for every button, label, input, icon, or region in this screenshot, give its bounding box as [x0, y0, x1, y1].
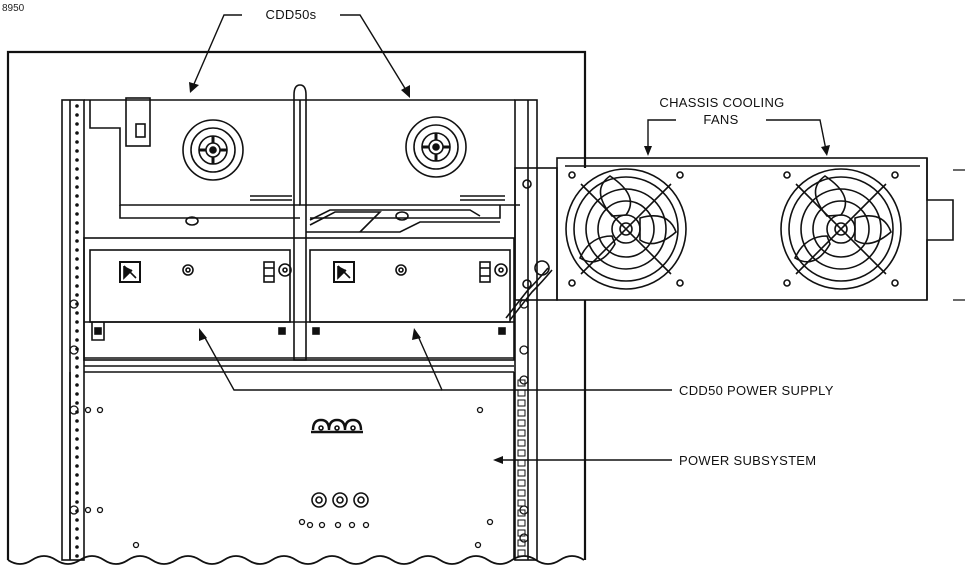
- rail-slot: [517, 509, 526, 517]
- rail-hole: [75, 230, 79, 234]
- rail-hole: [75, 554, 79, 558]
- rail-slot: [517, 529, 526, 537]
- right-rack-rail: [514, 99, 538, 561]
- rail-hole: [75, 131, 79, 135]
- rail-hole: [75, 455, 79, 459]
- indicator-knob: [182, 264, 407, 276]
- terminal-connectors: [311, 492, 369, 508]
- rail-slot: [517, 459, 526, 467]
- callout-power-subsystem: POWER SUBSYSTEM: [679, 453, 816, 468]
- rail-hole: [75, 464, 79, 468]
- rail-hole: [75, 527, 79, 531]
- rail-hole: [75, 329, 79, 333]
- rail-hole: [75, 365, 79, 369]
- callout-cdd50-power-supply: CDD50 POWER SUPPLY: [679, 383, 834, 398]
- rail-hole: [75, 158, 79, 162]
- rail-slot: [517, 399, 526, 407]
- disk-drive-reel-icon: [405, 116, 467, 178]
- rail-hole: [75, 482, 79, 486]
- rail-slot: [517, 439, 526, 447]
- rail-hole: [75, 320, 79, 324]
- fan-cable: [505, 260, 553, 321]
- power-subsystem-panel: [69, 371, 515, 560]
- fuse-holder-icon: [263, 261, 508, 283]
- leader-lines: [189, 14, 830, 464]
- rail-hole: [75, 185, 79, 189]
- rail-hole: [75, 248, 79, 252]
- rail-slot: [517, 379, 526, 387]
- rail-hole: [75, 149, 79, 153]
- rail-hole: [75, 275, 79, 279]
- rail-hole: [75, 518, 79, 522]
- rail-hole: [75, 203, 79, 207]
- mounting-screws: [69, 299, 529, 549]
- rail-hole: [75, 104, 79, 108]
- cabinet-frame: [6, 50, 587, 565]
- fan-assembly-housing: [514, 157, 965, 301]
- cdd50-power-supply-unit: [83, 237, 515, 367]
- rail-slot: [517, 419, 526, 427]
- rail-slot: [517, 549, 526, 557]
- rail-slot: [517, 389, 526, 397]
- disk-drive-reel-icon: [182, 119, 244, 181]
- rail-hole: [75, 401, 79, 405]
- rail-hole: [75, 113, 79, 117]
- figure-number: 8950: [2, 3, 25, 14]
- rail-hole: [75, 293, 79, 297]
- rail-hole: [75, 194, 79, 198]
- rail-slot: [517, 489, 526, 497]
- rail-hole: [75, 311, 79, 315]
- rail-hole: [75, 140, 79, 144]
- rail-slot: [517, 479, 526, 487]
- rail-slot: [517, 449, 526, 457]
- rail-hole: [75, 491, 79, 495]
- power-switch-icon: [119, 261, 141, 283]
- rail-hole: [75, 212, 79, 216]
- rail-slot: [517, 539, 526, 547]
- rail-hole: [75, 446, 79, 450]
- fan-icon: [565, 168, 687, 290]
- rail-hole: [75, 338, 79, 342]
- rail-hole: [75, 383, 79, 387]
- rail-hole: [75, 536, 79, 540]
- rail-hole: [75, 392, 79, 396]
- rail-hole: [75, 284, 79, 288]
- callout-chassis-cooling-fans-line2: FANS: [703, 112, 738, 127]
- center-support-rod: [293, 84, 307, 361]
- rail-hole: [75, 473, 79, 477]
- power-switch-icon: [333, 261, 355, 283]
- rail-hole: [75, 239, 79, 243]
- rail-hole: [75, 176, 79, 180]
- rail-hole: [75, 122, 79, 126]
- cdd50-disk-drives: [84, 97, 520, 233]
- rail-hole: [75, 500, 79, 504]
- rail-slot: [517, 499, 526, 507]
- rail-hole: [75, 356, 79, 360]
- rail-hole: [75, 221, 79, 225]
- rail-hole: [75, 419, 79, 423]
- rail-hole: [75, 266, 79, 270]
- rail-slot: [517, 429, 526, 437]
- rail-hole: [75, 437, 79, 441]
- rail-slot: [517, 469, 526, 477]
- rail-slot: [517, 519, 526, 527]
- fan-icon: [780, 168, 902, 290]
- rail-hole: [75, 374, 79, 378]
- rail-slot: [517, 409, 526, 417]
- connector-icon: [311, 418, 363, 434]
- rail-hole: [75, 167, 79, 171]
- callout-chassis-cooling-fans-line1: CHASSIS COOLING: [659, 95, 784, 110]
- left-rack-rail: [61, 99, 85, 561]
- rail-hole: [75, 545, 79, 549]
- rail-hole: [75, 257, 79, 261]
- callout-cdd50s: CDD50s: [266, 7, 317, 22]
- rail-hole: [75, 428, 79, 432]
